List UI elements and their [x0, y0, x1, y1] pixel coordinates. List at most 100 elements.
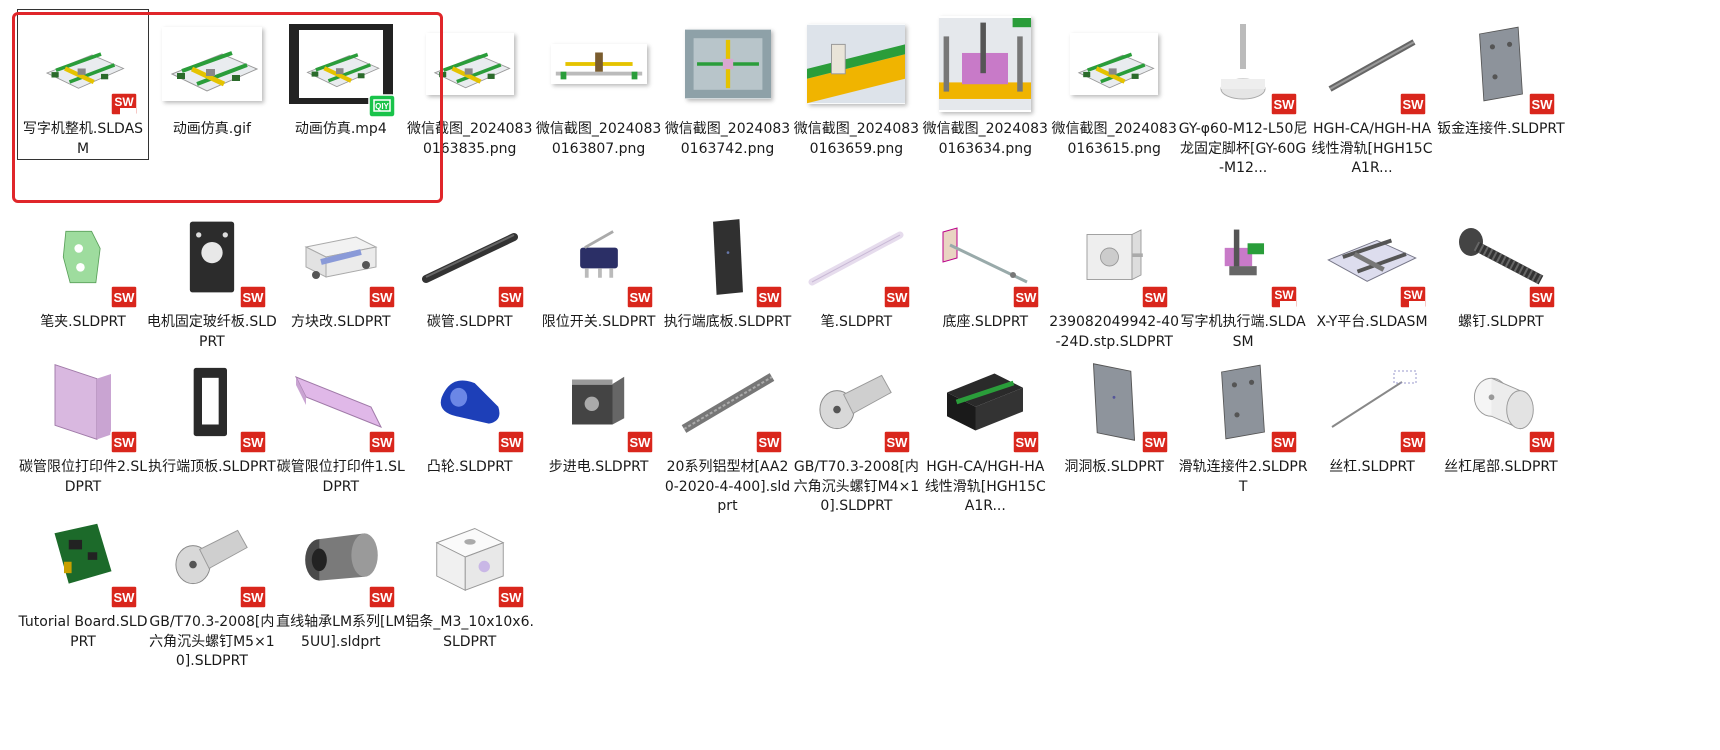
file-name: 微信截图_20240830163615.png [1051, 121, 1177, 157]
file-thumbnail: SW [673, 203, 783, 311]
file-thumbnail: SW [286, 203, 396, 311]
file-item[interactable]: SW HGH-CA/HGH-HA线性滑轨[HGH15CA1R... [920, 348, 1050, 517]
file-name: 写字机整机.SLDASM [22, 121, 144, 157]
svg-text:QIY: QIY [375, 102, 389, 111]
svg-text:SW: SW [114, 435, 136, 450]
file-thumbnail: SW [157, 348, 267, 456]
svg-text:SW: SW [500, 435, 522, 450]
file-item[interactable]: SW 方块改.SLDPRT [276, 203, 406, 333]
solidworks-icon: SW [239, 430, 267, 454]
solidworks-icon: SW [368, 285, 396, 309]
solidworks-icon: SW [1528, 92, 1556, 116]
solidworks-icon: SW [368, 585, 396, 609]
file-item[interactable]: SW 执行端底板.SLDPRT [663, 203, 793, 333]
svg-text:SW: SW [1145, 290, 1167, 305]
file-thumbnail: SW [1317, 10, 1427, 118]
file-thumbnail: SW [1059, 348, 1169, 456]
file-name: 电机固定玻纤板.SLDPRT [146, 314, 277, 350]
file-item[interactable]: SW 丝杠尾部.SLDPRT [1436, 348, 1566, 478]
file-thumbnail [1059, 10, 1169, 118]
solidworks-icon: SW [1012, 285, 1041, 309]
file-name: 凸轮.SLDPRT [426, 459, 513, 475]
svg-text:SW: SW [887, 290, 909, 305]
file-thumbnail: SW [28, 348, 138, 456]
file-thumbnail: SW [801, 348, 912, 456]
file-item[interactable]: SW 限位开关.SLDPRT [534, 203, 664, 333]
svg-text:SW: SW [1531, 97, 1553, 112]
file-name: 执行端底板.SLDPRT [663, 314, 792, 330]
solidworks-icon: SW [1141, 430, 1169, 454]
file-name: 限位开关.SLDPRT [541, 314, 656, 330]
file-name: 碳管限位打印件1.SLDPRT [276, 459, 405, 495]
file-thumbnail: SW [1317, 203, 1427, 311]
file-name: HGH-CA/HGH-HA线性滑轨[HGH15CA1R... [924, 459, 1046, 514]
file-item[interactable]: 微信截图_20240830163634.png [920, 10, 1050, 159]
file-thumbnail: SW [930, 203, 1041, 311]
file-item[interactable]: SW 凸轮.SLDPRT [405, 348, 535, 478]
file-name: 微信截图_20240830163659.png [793, 121, 920, 157]
solidworks-icon: SW [1399, 430, 1427, 454]
solidworks-icon: SW [110, 92, 138, 116]
file-item[interactable]: SW 碳管限位打印件1.SLDPRT [276, 348, 406, 497]
file-item[interactable]: 微信截图_20240830163807.png [534, 10, 664, 159]
file-name: 滑轨连接件2.SLDPRT [1178, 459, 1308, 495]
file-name: 碳管限位打印件2.SLDPRT [18, 459, 148, 495]
file-item[interactable]: 微信截图_20240830163742.png [663, 10, 793, 159]
file-name: 丝杠尾部.SLDPRT [1444, 459, 1558, 475]
file-name: 微信截图_20240830163634.png [922, 121, 1048, 157]
iqiyi-icon: QIY [368, 94, 396, 118]
file-item[interactable]: SW 直线轴承LM系列[LM5UU].sldprt [276, 503, 406, 652]
svg-text:SW: SW [629, 290, 651, 305]
solidworks-icon: SW [1012, 430, 1041, 454]
file-thumbnail: SW [544, 348, 654, 456]
file-item[interactable]: SW 写字机整机.SLDASM [17, 9, 149, 160]
file-name: 方块改.SLDPRT [290, 314, 391, 330]
file-item[interactable]: 动画仿真.gif [147, 10, 277, 140]
solidworks-icon: SW [368, 430, 396, 454]
file-thumbnail: SW [930, 348, 1041, 456]
file-thumbnail: SW [157, 503, 267, 611]
svg-text:SW: SW [1016, 290, 1038, 305]
file-thumbnail: SW [28, 503, 138, 611]
file-item[interactable]: 微信截图_20240830163615.png [1049, 10, 1179, 159]
file-item[interactable]: 微信截图_20240830163835.png [405, 10, 535, 159]
svg-text:SW: SW [1145, 435, 1167, 450]
solidworks-icon: SW [110, 585, 138, 609]
file-item[interactable]: 微信截图_20240830163659.png [791, 10, 921, 159]
file-name: 直线轴承LM系列[LM5UU].sldprt [276, 614, 406, 650]
file-thumbnail: SW [28, 10, 138, 118]
file-name: 微信截图_20240830163742.png [664, 121, 791, 157]
svg-text:SW: SW [242, 435, 264, 450]
file-name: 铝条_M3_10x10x6.SLDPRT [405, 614, 534, 650]
solidworks-icon: SW [1528, 285, 1556, 309]
file-item[interactable]: SW 碳管限位打印件2.SLDPRT [18, 348, 148, 497]
solidworks-icon: SW [1528, 430, 1556, 454]
solidworks-icon: SW [110, 285, 138, 309]
solidworks-icon: SW [110, 430, 138, 454]
file-name: 步进电.SLDPRT [548, 459, 649, 475]
file-item[interactable]: SW 步进电.SLDPRT [534, 348, 664, 478]
file-name: 动画仿真.gif [172, 121, 251, 137]
